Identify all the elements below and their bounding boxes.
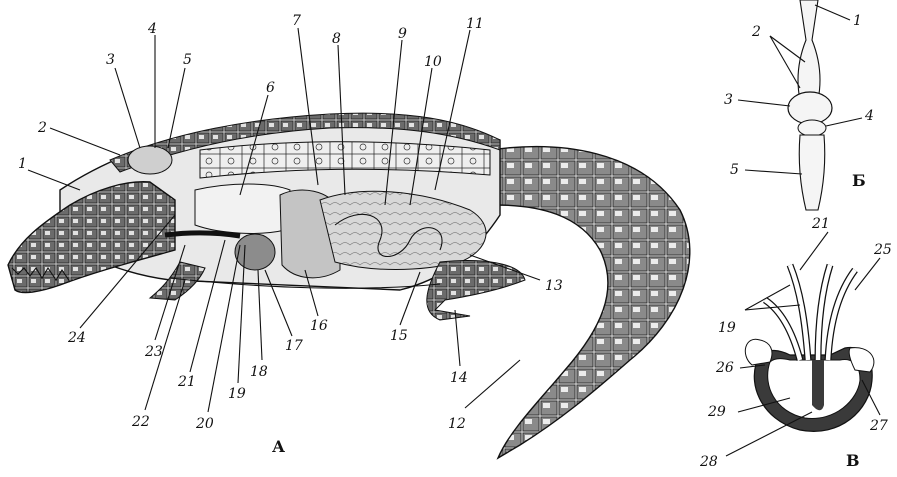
olfactory-tract <box>798 0 820 100</box>
label-a-7: 7 <box>292 13 301 29</box>
label-a-22: 22 <box>131 414 150 430</box>
label-b-3: 3 <box>724 92 733 108</box>
left-atrium <box>745 339 772 365</box>
label-a-8: 8 <box>332 31 341 47</box>
label-c-19: 19 <box>718 320 736 336</box>
heart-drawing <box>745 265 874 431</box>
label-b-2: 2 <box>751 24 761 40</box>
label-a-18: 18 <box>250 364 268 380</box>
brain-drawing <box>788 0 832 210</box>
label-c-28: 28 <box>699 454 718 470</box>
label-c-27: 27 <box>869 418 888 434</box>
label-a-19: 19 <box>228 386 246 402</box>
label-a-11: 11 <box>466 16 484 32</box>
medulla <box>799 135 825 210</box>
label-b-5: 5 <box>730 162 739 178</box>
label-a-9: 9 <box>398 26 407 42</box>
label-c-26: 26 <box>715 360 734 376</box>
label-a-21: 21 <box>177 374 196 390</box>
label-a-15: 15 <box>390 328 408 344</box>
label-a-14: 14 <box>450 370 468 386</box>
panel-label-c: В <box>846 451 860 470</box>
label-a-24: 24 <box>67 330 86 346</box>
label-c-21: 21 <box>811 216 830 232</box>
label-b-4: 4 <box>864 108 874 124</box>
label-a-23: 23 <box>144 344 163 360</box>
label-a-16: 16 <box>310 318 328 334</box>
label-b-1: 1 <box>853 13 862 29</box>
panel-label-a: А <box>272 437 285 456</box>
septum <box>812 360 824 410</box>
label-a-17: 17 <box>285 338 303 354</box>
label-a-2: 2 <box>37 120 47 136</box>
label-c-25: 25 <box>873 242 892 258</box>
cerebrum <box>788 92 832 124</box>
label-a-20: 20 <box>195 416 214 432</box>
label-a-6: 6 <box>266 80 275 96</box>
midbrain <box>798 120 826 136</box>
lung-shape <box>195 184 290 233</box>
label-a-5: 5 <box>183 52 192 68</box>
heart-shape <box>235 234 275 270</box>
label-a-4: 4 <box>147 21 157 37</box>
panel-label-b: Б <box>852 171 866 190</box>
brain-shape <box>128 146 172 174</box>
label-a-13: 13 <box>545 278 563 294</box>
label-c-29: 29 <box>707 404 726 420</box>
label-a-3: 3 <box>106 52 115 68</box>
crocodile-drawing <box>8 113 690 458</box>
label-a-1: 1 <box>18 156 27 172</box>
tail-shape <box>490 147 690 458</box>
label-a-12: 12 <box>448 416 466 432</box>
label-a-10: 10 <box>424 54 442 70</box>
